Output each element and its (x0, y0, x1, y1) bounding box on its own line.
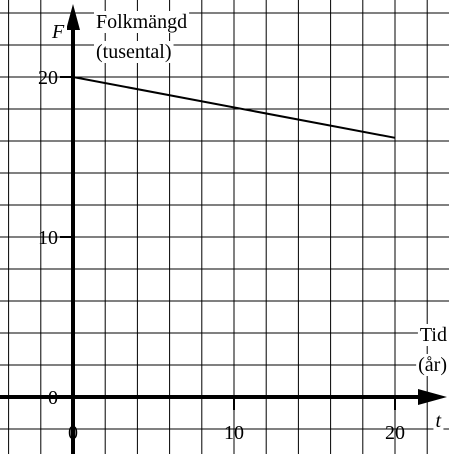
y-axis-title-line2: (tusental) (96, 41, 172, 63)
x-axis-symbol: t (435, 410, 441, 432)
x-axis-title-line2: (år) (418, 354, 447, 376)
x-axis-title-line1: Tid (420, 324, 447, 346)
tick-labels: 0 10 20 0 10 20 (38, 67, 405, 444)
label-background (416, 354, 449, 376)
x-tick-label: 0 (68, 422, 78, 444)
x-axis-arrow (418, 389, 447, 405)
label-background (417, 324, 449, 346)
ticks (60, 76, 396, 410)
y-axis-title-line1: Folkmängd (96, 11, 187, 33)
y-tick-label: 20 (38, 67, 58, 89)
label-background (94, 41, 174, 63)
y-tick-label: 0 (48, 387, 58, 409)
series-line (72, 76, 396, 139)
x-tick-label: 20 (385, 422, 405, 444)
y-axis-symbol: F (51, 21, 65, 43)
axes (0, 4, 447, 454)
label-background (94, 11, 190, 33)
series (72, 76, 396, 139)
label-background (433, 410, 444, 432)
label-background (49, 21, 67, 43)
y-axis-arrow (66, 4, 80, 30)
y-tick-label: 10 (38, 227, 58, 249)
x-tick-label: 10 (224, 422, 244, 444)
